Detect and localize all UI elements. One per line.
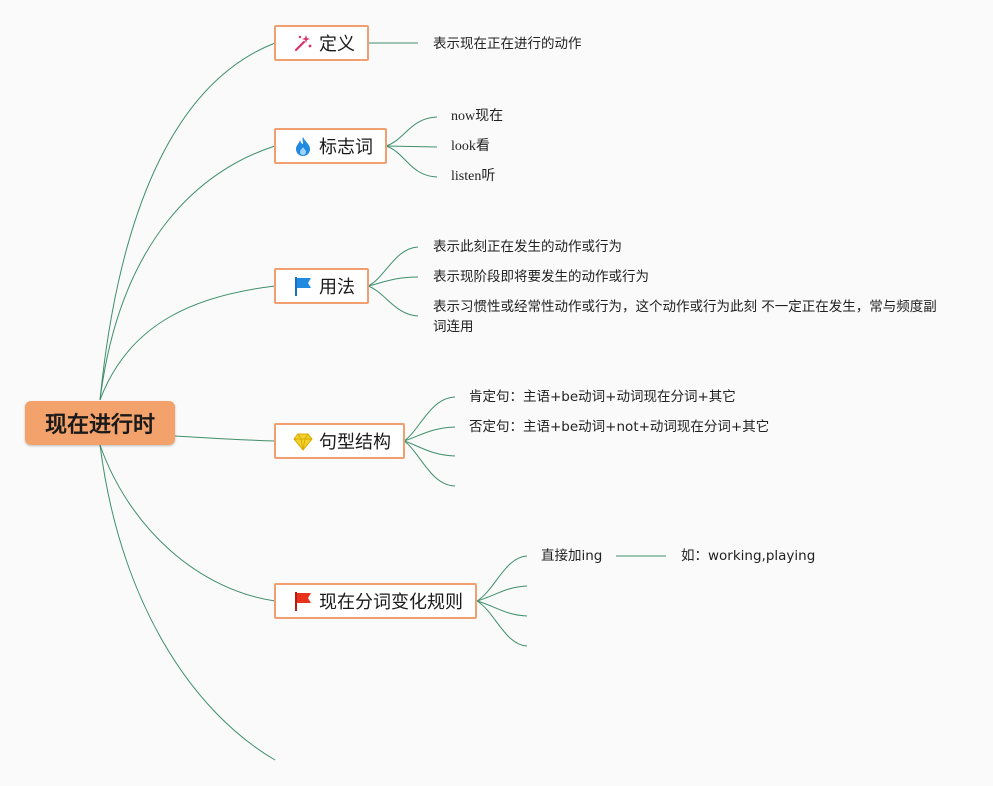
leaf-usage-1[interactable]: 表示此刻正在发生的动作或行为 bbox=[433, 239, 622, 255]
red-flag-icon bbox=[295, 592, 311, 611]
blue-flag-icon bbox=[295, 277, 311, 296]
leaf-rule-example[interactable]: 如：working,playing bbox=[681, 548, 816, 564]
root-topic[interactable]: 现在进行时 bbox=[25, 401, 175, 445]
leaf-definition-1[interactable]: 表示现在正在进行的动作 bbox=[433, 36, 582, 52]
topic-signal-words-label: 标志词 bbox=[319, 137, 373, 158]
topic-sentence-structure[interactable]: 句型结构 bbox=[274, 423, 405, 459]
leaf-structure-affirmative[interactable]: 肯定句：主语+be动词+动词现在分词+其它 bbox=[469, 389, 736, 405]
topic-usage-label: 用法 bbox=[319, 277, 355, 298]
leaf-signal-now[interactable]: now现在 bbox=[451, 109, 504, 124]
leaf-usage-2[interactable]: 表示现阶段即将要发生的动作或行为 bbox=[433, 269, 649, 285]
topic-definition[interactable]: 定义 bbox=[274, 25, 369, 61]
magic-wand-icon bbox=[294, 35, 312, 52]
topic-signal-words[interactable]: 标志词 bbox=[274, 128, 387, 164]
fire-icon bbox=[296, 137, 310, 156]
leaf-usage-3[interactable]: 表示习惯性或经常性动作或行为，这个动作或行为此刻 不一定正在发生，常与频度副词连… bbox=[433, 299, 937, 335]
topic-participle-rules-label: 现在分词变化规则 bbox=[319, 592, 463, 613]
diamond-icon bbox=[293, 433, 313, 451]
leaf-signal-look[interactable]: look看 bbox=[451, 139, 490, 154]
topic-sentence-structure-label: 句型结构 bbox=[319, 432, 391, 453]
topic-usage[interactable]: 用法 bbox=[274, 268, 369, 304]
leaf-signal-listen[interactable]: listen听 bbox=[451, 169, 496, 184]
topic-participle-rules[interactable]: 现在分词变化规则 bbox=[274, 583, 477, 619]
leaf-rule-add-ing[interactable]: 直接加ing bbox=[541, 548, 603, 564]
leaf-structure-negative[interactable]: 否定句：主语+be动词+not+动词现在分词+其它 bbox=[469, 419, 770, 435]
topic-definition-label: 定义 bbox=[319, 34, 355, 55]
